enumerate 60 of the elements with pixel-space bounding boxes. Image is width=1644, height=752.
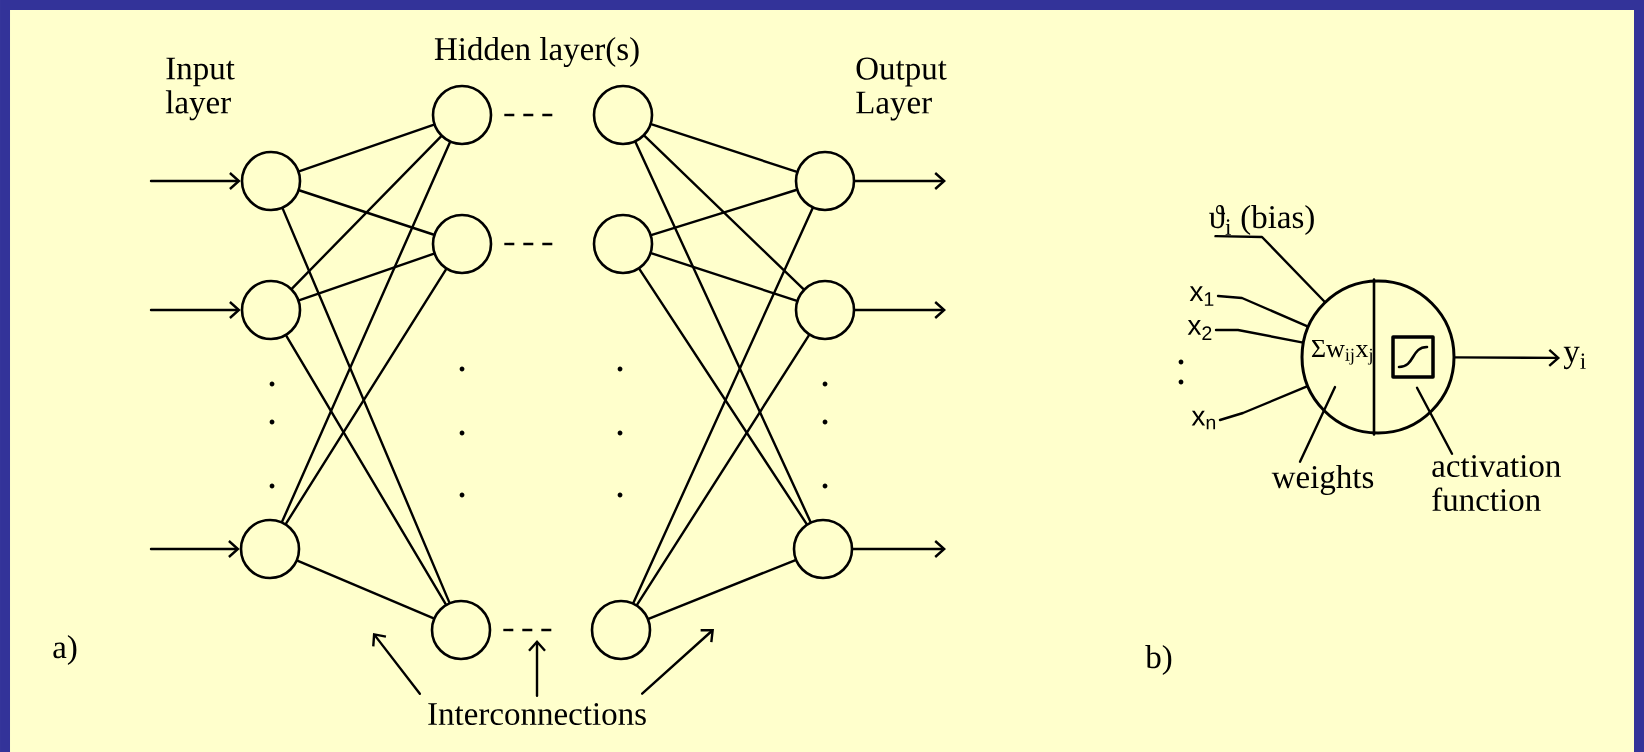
leader-line [1298,385,1337,463]
connection-line [647,559,797,620]
connection-line [296,559,435,620]
input-label: x$_{n}$ [1191,410,1216,430]
arrow [149,540,240,558]
bias-label: ϑ$_{i}$ (bias) [1209,205,1314,235]
connection-line [634,141,812,523]
connection-line [281,141,451,523]
arrow [640,629,714,695]
input-line [1214,234,1326,303]
connection-line [632,207,814,604]
neuron-circle [430,599,492,661]
function-label: activation function [1432,454,1561,512]
leader-line [1415,386,1454,455]
layer-title: Output Layer [856,57,947,121]
connection-line [650,188,798,237]
arrow [852,540,946,558]
connection-line [284,268,448,525]
connection-line [638,268,808,525]
layer-title: Input layer [165,57,235,121]
neuron-circle [794,279,856,341]
panel-label: a) [53,635,77,665]
neuron-circle [592,213,654,275]
neuron-circle [592,84,654,146]
arrow [854,172,946,190]
input-label: x$_{2}$ [1187,320,1212,340]
connection-line [643,134,805,291]
neuron-circle [792,518,854,580]
neuron-circle [590,599,652,661]
input-line [1218,385,1308,422]
arrow [149,301,241,319]
neuron-circle [239,518,301,580]
sigmoid-box [1391,335,1435,379]
neuron-circle [240,279,302,341]
arrow [149,172,241,190]
arrow [1454,348,1561,367]
input-label: x$_{1}$ [1189,286,1214,306]
connection-line [636,334,810,606]
connection-line [650,252,798,302]
input-line [1216,294,1309,328]
input-line [1214,328,1304,344]
neuron-circle [431,84,493,146]
panel-label: b) [1145,645,1172,675]
arrow [372,633,422,695]
output-label: y$_{i}$ [1563,346,1586,370]
connection-line [298,252,435,302]
weights-label: weights [1271,465,1374,495]
neuron-circle [240,150,302,212]
connection-line [650,123,798,173]
connection-line [285,334,447,606]
interconnections-label: Interconnections [428,702,646,726]
connection-line [298,123,435,173]
arrow [528,640,546,697]
arrow [854,301,946,319]
neuron-circle [431,213,493,275]
connection-line [281,207,451,604]
connection-line [298,189,435,236]
layer-title: Hidden layer(s) [434,37,639,67]
connection-line [291,135,442,290]
neuron-circle [794,150,856,212]
